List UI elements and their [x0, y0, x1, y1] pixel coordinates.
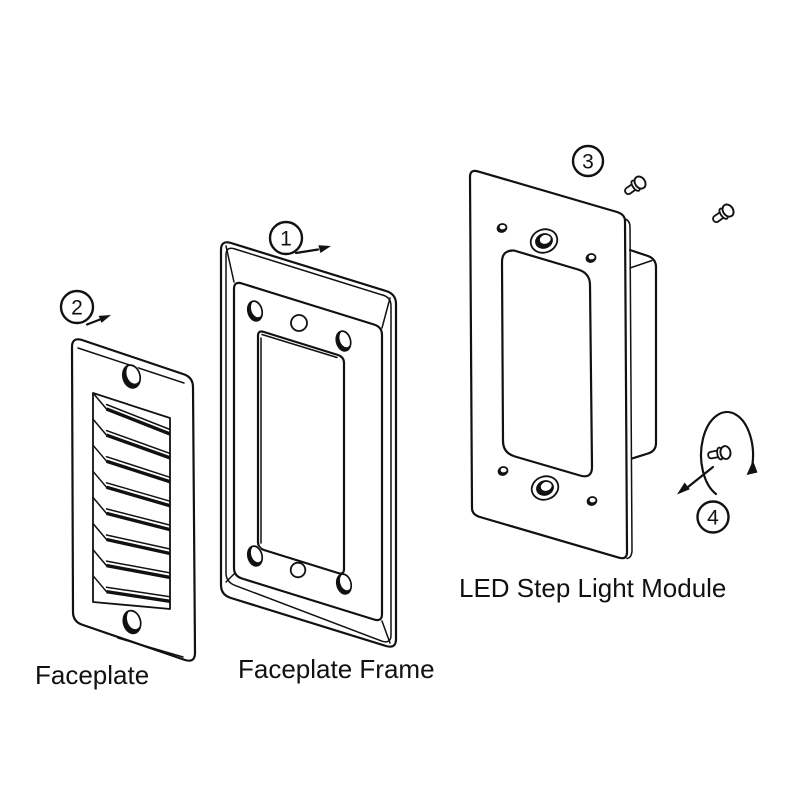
- step-2-arrow-line: [85, 318, 102, 326]
- mounting-screw: [624, 175, 647, 196]
- frame-hole-top-center: [290, 314, 308, 332]
- step-2-arrowhead-icon: [98, 315, 111, 323]
- led-module-drawing: [468, 169, 658, 560]
- frame-hole-top-left: [246, 300, 264, 322]
- step-balloon-1: 1: [268, 220, 331, 256]
- frame-window-opening: [256, 330, 346, 575]
- module-pilot-hole: [496, 223, 508, 233]
- module-plate-thickness: [624, 218, 633, 560]
- louver-slat: [92, 522, 171, 556]
- caption-faceplate-frame: Faceplate Frame: [238, 654, 435, 684]
- louver-slat: [92, 418, 171, 460]
- caption-led-module: LED Step Light Module: [459, 573, 726, 603]
- louver-slat: [92, 548, 171, 580]
- faceplate-screw-hole-bottom: [122, 609, 142, 635]
- step-balloon-4: 4: [696, 500, 730, 534]
- mounting-screw: [712, 203, 735, 224]
- module-pilot-hole: [585, 253, 597, 263]
- adjustment-screw-assembly: [677, 411, 758, 496]
- caption-faceplate: Faceplate: [35, 660, 149, 690]
- faceplate-drawing: [70, 338, 197, 662]
- step-balloon-2: 2: [59, 289, 111, 326]
- rotation-arrowhead-icon: [746, 460, 758, 475]
- louver-slat: [92, 444, 171, 484]
- louver-slat: [92, 496, 171, 532]
- pull-arrowhead-icon: [677, 482, 690, 495]
- module-lens-window: [500, 249, 594, 478]
- frame-hole-bottom-center: [289, 561, 307, 579]
- faceplate-frame-drawing: [219, 241, 398, 648]
- module-housing-box: [628, 248, 658, 460]
- step-1-arrow-line: [294, 248, 320, 255]
- frame-hole-bottom-right: [335, 573, 353, 595]
- faceplate-louvers: [92, 392, 171, 610]
- step-2-number: 2: [71, 297, 83, 320]
- frame-bevel-miters: [225, 245, 391, 644]
- louver-slat: [92, 392, 171, 436]
- frame-window-depth-top: [261, 333, 338, 359]
- module-boss-bottom: [530, 475, 560, 501]
- step-1-arrowhead-icon: [318, 245, 331, 253]
- faceplate-screw-hole-top: [121, 364, 142, 389]
- step-3-number: 3: [582, 151, 594, 174]
- module-pilot-hole: [497, 466, 509, 476]
- frame-hole-bottom-left: [246, 545, 264, 567]
- module-boss-top: [529, 228, 559, 254]
- module-pilot-hole: [586, 496, 598, 506]
- step-balloon-3: 3: [571, 144, 605, 178]
- step-1-number: 1: [280, 228, 292, 251]
- pull-arrow-line: [686, 465, 715, 489]
- louver-slat: [92, 574, 171, 603]
- louver-slat: [92, 470, 171, 508]
- faceplate-edge-thickness-bottom: [117, 637, 184, 658]
- step-4-number: 4: [707, 507, 719, 530]
- adjustment-screw: [707, 445, 732, 461]
- frame-hole-top-right: [335, 330, 352, 352]
